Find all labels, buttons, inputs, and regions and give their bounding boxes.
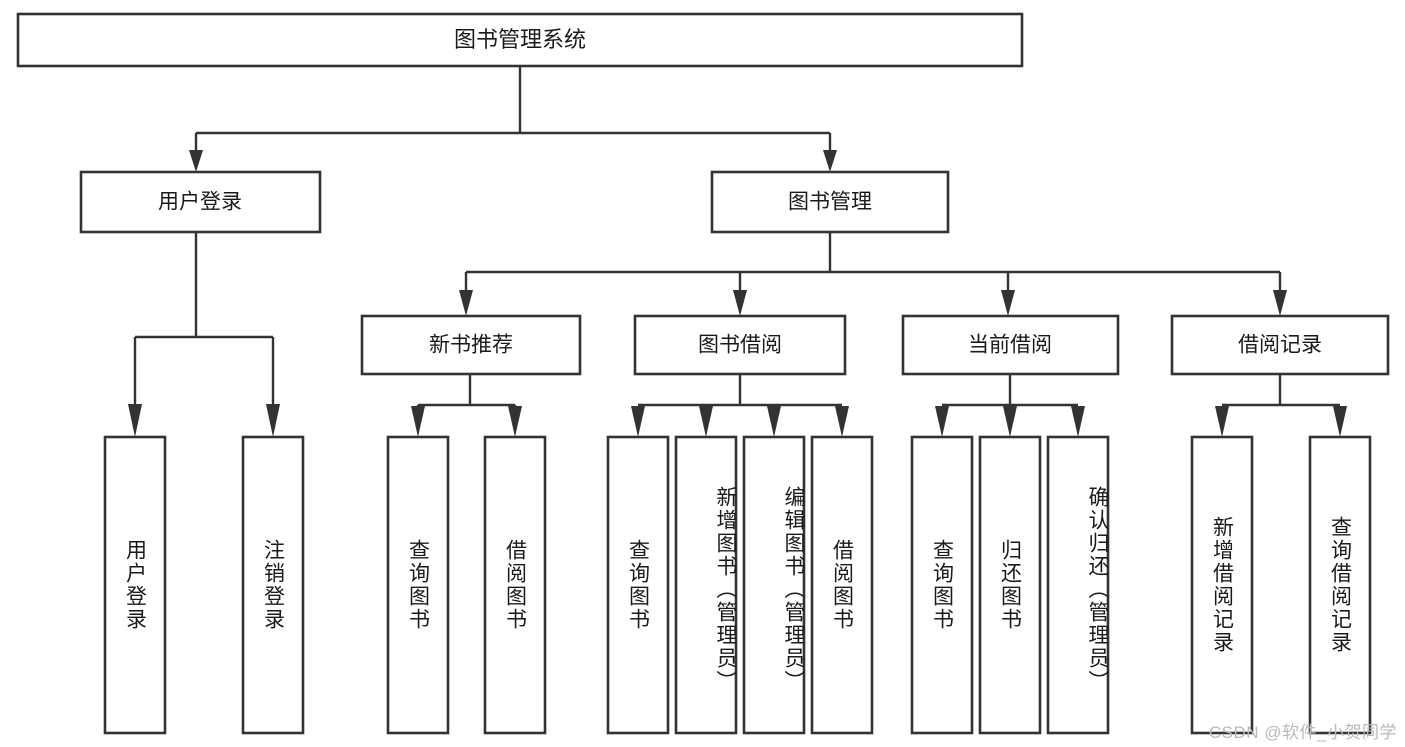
connector-group-root — [189, 66, 837, 172]
node-leaf-borrow-book-2-box[interactable] — [810, 435, 874, 735]
node-current-borrow-box[interactable] — [901, 314, 1120, 376]
node-borrow-record-box[interactable] — [1170, 314, 1390, 376]
node-leaf-query-book-2-box[interactable] — [606, 435, 670, 735]
connector-group-book-manage — [459, 232, 1287, 316]
connector-group-borrow-record — [1215, 374, 1347, 437]
arrow-head-icon — [128, 404, 142, 437]
arrow-head-icon — [459, 290, 473, 316]
node-leaf-query-book-3-box[interactable] — [910, 435, 974, 735]
arrow-head-icon — [1333, 406, 1347, 437]
watermark-text: CSDN @软件_小贺同学 — [1208, 723, 1397, 742]
node-leaf-confirm-return-box[interactable] — [1046, 435, 1110, 735]
node-book-manage-box[interactable] — [710, 170, 950, 234]
arrow-head-icon — [631, 406, 645, 437]
node-book-borrow[interactable]: 图书借阅 — [633, 314, 847, 376]
node-leaf-user-login-box[interactable] — [103, 435, 167, 735]
node-leaf-query-record-box[interactable] — [1308, 435, 1372, 735]
node-book-manage-label: 图书管理 — [788, 191, 872, 214]
node-leaf-return-book-box[interactable] — [978, 435, 1042, 735]
arrow-head-icon — [1215, 406, 1229, 437]
node-current-borrow-label: 当前借阅 — [968, 334, 1052, 357]
node-user-login-label: 用户登录 — [158, 191, 242, 214]
node-borrow-record[interactable]: 借阅记录 — [1170, 314, 1390, 376]
connector-group-new-book-recommend — [411, 374, 522, 437]
node-leaf-add-book-box[interactable] — [674, 435, 738, 735]
arrow-head-icon — [508, 406, 522, 437]
node-borrow-record-label: 借阅记录 — [1238, 334, 1322, 357]
arrow-head-icon — [733, 290, 747, 316]
node-root-box[interactable] — [16, 12, 1024, 68]
node-leaf-query-book-1-box[interactable] — [386, 435, 450, 735]
node-current-borrow[interactable]: 当前借阅 — [901, 314, 1120, 376]
arrow-head-icon — [935, 406, 949, 437]
node-user-login[interactable]: 用户登录 — [79, 170, 322, 234]
arrow-head-icon — [1273, 290, 1287, 316]
node-book-borrow-box[interactable] — [633, 314, 847, 376]
arrow-head-icon — [1003, 406, 1017, 437]
node-leaf-borrow-book-1-box[interactable] — [483, 435, 547, 735]
node-root[interactable]: 图书管理系统 — [16, 12, 1024, 68]
arrow-head-icon — [823, 150, 837, 172]
node-root-label: 图书管理系统 — [454, 27, 586, 52]
node-leaf-logout-login-box[interactable] — [241, 435, 305, 735]
node-new-book-recommend-box[interactable] — [360, 314, 582, 376]
arrow-head-icon — [1071, 406, 1085, 437]
arrow-head-icon — [411, 406, 425, 437]
arrow-head-icon — [189, 150, 203, 172]
arrow-head-icon — [266, 404, 280, 437]
node-user-login-box[interactable] — [79, 170, 322, 234]
arrow-head-icon — [767, 406, 781, 437]
node-book-borrow-label: 图书借阅 — [698, 334, 782, 357]
connector-group-user-login — [128, 232, 280, 437]
connector-group-current-borrow — [935, 374, 1085, 437]
node-book-manage[interactable]: 图书管理 — [710, 170, 950, 234]
connector-group-book-borrow — [631, 374, 849, 437]
node-leaf-add-record-box[interactable] — [1190, 435, 1254, 735]
arrow-head-icon — [699, 406, 713, 437]
node-new-book-recommend-label: 新书推荐 — [429, 334, 513, 357]
node-new-book-recommend[interactable]: 新书推荐 — [360, 314, 582, 376]
node-leaf-edit-book-box[interactable] — [742, 435, 806, 735]
arrow-head-icon — [835, 406, 849, 437]
arrow-head-icon — [1001, 290, 1015, 316]
